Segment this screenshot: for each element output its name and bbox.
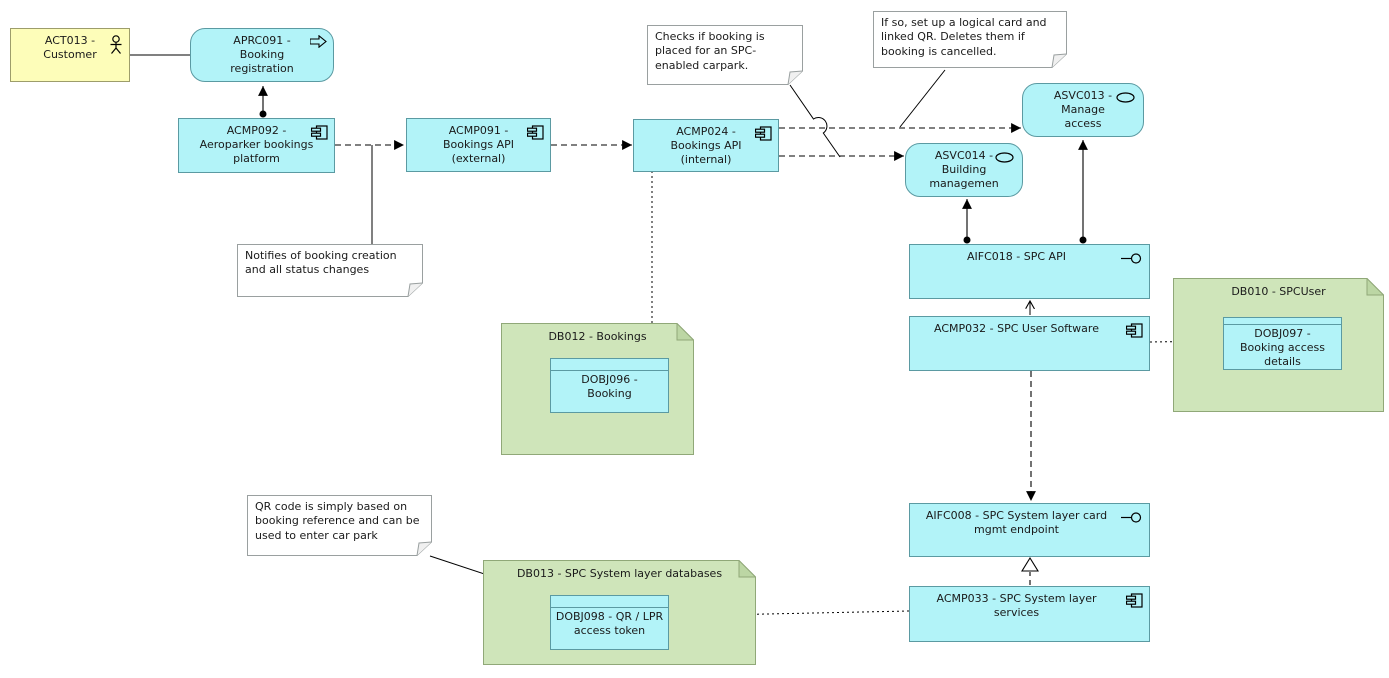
db-note-title: DB012 - Bookings	[548, 330, 647, 343]
data-object-label: DOBJ097 - Booking access details	[1240, 327, 1325, 369]
node-acmp024-bookings-api-internal[interactable]: ACMP024 - Bookings API (internal)	[633, 119, 779, 172]
node-label: ACMP092 - Aeroparker bookings platform	[199, 124, 314, 165]
note-shape	[873, 11, 1067, 68]
db-note-db010-spcuser[interactable]: DB010 - SPCUser DOBJ097 - Booking access…	[1173, 277, 1385, 412]
db-note-db012-bookings[interactable]: DB012 - Bookings DOBJ096 - Booking	[501, 322, 695, 455]
note-text: QR code is simply based on booking refer…	[255, 500, 420, 542]
data-object-dobj097-booking-access-details[interactable]: DOBJ097 - Booking access details	[1223, 317, 1342, 370]
actor-icon	[110, 35, 122, 54]
node-act013-customer[interactable]: ACT013 - Customer	[10, 28, 130, 82]
assignment-aifc018-asvc013	[1078, 140, 1088, 244]
node-label: ACMP024 - Bookings API (internal)	[670, 125, 742, 166]
note-text: Notifies of booking creation and all sta…	[245, 249, 397, 277]
db-note-title: DB013 - SPC System layer databases	[516, 567, 723, 580]
service-icon	[1116, 92, 1135, 103]
node-label: AIFC018 - SPC API	[967, 250, 1066, 263]
note-qr-code-booking-reference[interactable]: QR code is simply based on booking refer…	[247, 495, 432, 556]
component-icon	[755, 126, 772, 141]
node-label: ACMP033 - SPC System layer services	[936, 592, 1097, 619]
data-object-dobj096-booking[interactable]: DOBJ096 - Booking	[550, 358, 669, 413]
component-icon	[527, 125, 544, 140]
interface-icon	[1121, 253, 1142, 264]
data-object-band	[551, 596, 668, 608]
process-icon	[310, 35, 327, 48]
node-label: ASVC014 - Building managemen	[929, 149, 999, 190]
node-aifc018-spc-api[interactable]: AIFC018 - SPC API	[909, 244, 1150, 299]
note-checks-if-booking[interactable]: Checks if booking is placed for an SPC-e…	[647, 25, 803, 85]
data-object-label: DOBJ098 - QR / LPR access token	[555, 610, 664, 637]
data-object-band	[1224, 318, 1341, 326]
component-icon	[1126, 323, 1143, 338]
note-text: Checks if booking is placed for an SPC-e…	[655, 30, 765, 72]
interface-icon	[1121, 512, 1142, 523]
assignment-acmp092-aprc091	[258, 86, 268, 118]
note-text: If so, set up a logical card and linked …	[881, 16, 1047, 58]
realization-acmp033-aifc008	[1021, 556, 1039, 585]
node-label: AIFC008 - SPC System layer card mgmt end…	[925, 509, 1108, 536]
node-acmp032-spc-user-software[interactable]: ACMP032 - SPC User Software	[909, 316, 1150, 371]
note-if-so-logical-card[interactable]: If so, set up a logical card and linked …	[873, 11, 1067, 68]
node-label: ASVC013 - Manage access	[1053, 89, 1113, 130]
node-label: ACT013 - Customer	[43, 34, 97, 61]
node-acmp091-bookings-api-external[interactable]: ACMP091 - Bookings API (external)	[406, 118, 551, 172]
node-asvc014-building-management[interactable]: ASVC014 - Building managemen	[905, 143, 1023, 197]
db-note-db013-spc-system-layer-databases[interactable]: DB013 - SPC System layer databases DOBJ0…	[483, 559, 757, 665]
note-shape	[237, 244, 423, 297]
component-icon	[311, 125, 328, 140]
node-acmp033-spc-system-layer-services[interactable]: ACMP033 - SPC System layer services	[909, 586, 1150, 642]
data-object-dobj098-qr-lpr-access-token[interactable]: DOBJ098 - QR / LPR access token	[550, 595, 669, 650]
data-object-label: DOBJ096 - Booking	[581, 373, 638, 400]
node-aifc008-spc-system-layer-card-mgmt-endpoint[interactable]: AIFC008 - SPC System layer card mgmt end…	[909, 503, 1150, 557]
note-shape	[247, 495, 432, 556]
db-note-title: DB010 - SPCUser	[1231, 285, 1326, 298]
node-label: ACMP032 - SPC User Software	[934, 322, 1099, 335]
note-notifies-booking-creation[interactable]: Notifies of booking creation and all sta…	[237, 244, 423, 297]
note-shape	[647, 25, 803, 85]
node-label: APRC091 - Booking registration	[230, 34, 294, 75]
node-label: ACMP091 - Bookings API (external)	[442, 124, 515, 165]
note-line-checks	[789, 84, 841, 158]
service-icon	[995, 152, 1014, 163]
component-icon	[1126, 593, 1143, 608]
node-aprc091-booking-registration[interactable]: APRC091 - Booking registration	[190, 28, 334, 82]
node-acmp092-aeroparker-bookings-platform[interactable]: ACMP092 - Aeroparker bookings platform	[178, 118, 335, 173]
note-line-ifso	[899, 69, 946, 128]
node-asvc013-manage-access[interactable]: ASVC013 - Manage access	[1022, 83, 1144, 137]
assignment-aifc018-asvc014	[962, 199, 972, 244]
data-object-band	[551, 359, 668, 371]
